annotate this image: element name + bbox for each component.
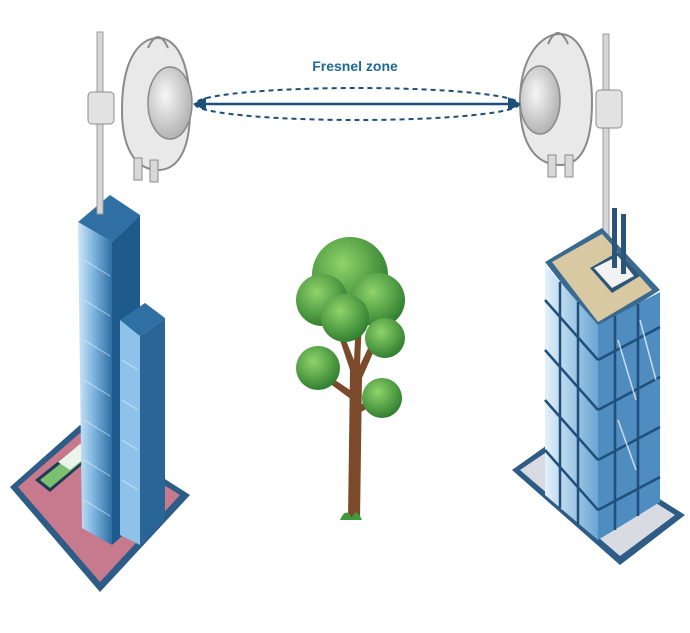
right-building <box>512 208 685 565</box>
office-tower-icon <box>512 208 685 565</box>
right-arrowhead <box>508 97 521 111</box>
left-building <box>10 195 190 592</box>
radio-dish-icon <box>518 32 594 178</box>
right-antenna <box>518 32 623 247</box>
fresnel-zone-label: Fresnel zone <box>312 58 398 74</box>
radio-dish-icon <box>120 36 193 183</box>
left-arrowhead <box>193 97 206 111</box>
office-tower-icon <box>10 195 190 592</box>
tree-icon <box>296 237 405 520</box>
tree <box>296 237 405 520</box>
left-antenna <box>87 31 193 215</box>
fresnel-zone <box>193 87 521 121</box>
